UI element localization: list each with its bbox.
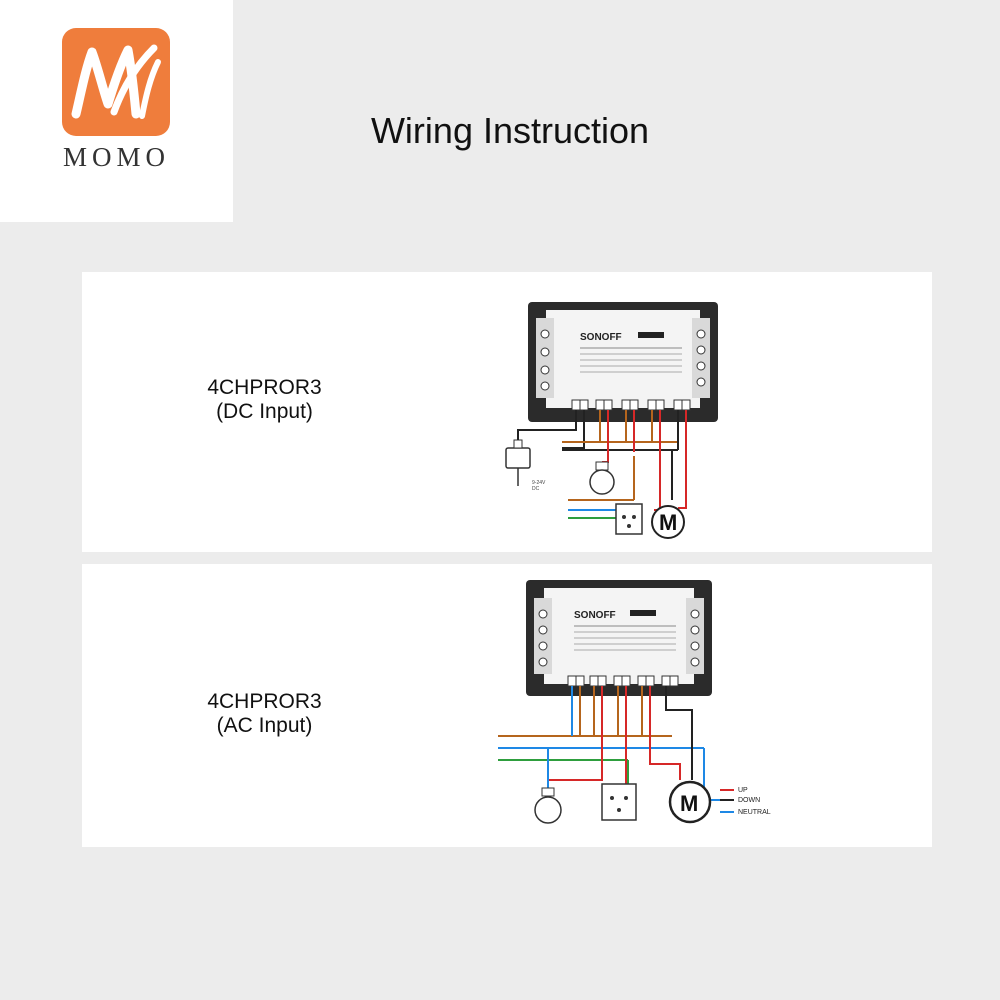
ac-panel-label: 4CHPROR3 (AC Input)	[182, 690, 347, 738]
dc-socket-icon	[615, 503, 643, 535]
page-title: Wiring Instruction	[370, 110, 650, 151]
ac-input-type: (AC Input)	[216, 714, 313, 737]
brand-logo: MOMO	[0, 0, 233, 222]
ac-sonoff-device: SONOFF	[526, 580, 712, 696]
ac-motor-icon: M	[668, 780, 712, 824]
ac-bulb-icon	[534, 787, 562, 824]
dc-motor-icon: M	[651, 505, 685, 539]
dc-wires	[517, 410, 687, 519]
legend-neutral-label: NEUTRAL	[738, 809, 771, 816]
brand-name: MOMO	[62, 142, 170, 172]
dc-device-brand: SONOFF	[580, 332, 622, 343]
ac-socket-icon	[601, 783, 637, 821]
dc-bulb-icon	[589, 461, 615, 495]
ac-device-brand: SONOFF	[574, 610, 616, 621]
ac-wiring-diagram: SONOFF	[498, 580, 771, 824]
ac-wiring-panel: 4CHPROR3 (AC Input) SONOFF	[82, 564, 932, 847]
dc-input-type: (DC Input)	[216, 400, 313, 423]
ac-motor-symbol: M	[680, 791, 698, 816]
legend-up-label: UP	[738, 787, 748, 794]
ac-model-name: 4CHPROR3	[207, 690, 322, 713]
dc-model-name: 4CHPROR3	[207, 376, 322, 399]
legend-down-label: DOWN	[738, 797, 760, 804]
dc-panel-label: 4CHPROR3 (DC Input)	[182, 376, 347, 424]
momo-logo-icon	[62, 28, 170, 136]
ac-wire-legend: UP DOWN NEUTRAL	[738, 787, 771, 816]
dc-sonoff-device: SONOFF	[528, 302, 718, 422]
ac-wires	[498, 686, 734, 813]
dc-motor-symbol: M	[659, 510, 677, 535]
dc-wiring-panel: 4CHPROR3 (DC Input) SONOFF	[82, 272, 932, 552]
